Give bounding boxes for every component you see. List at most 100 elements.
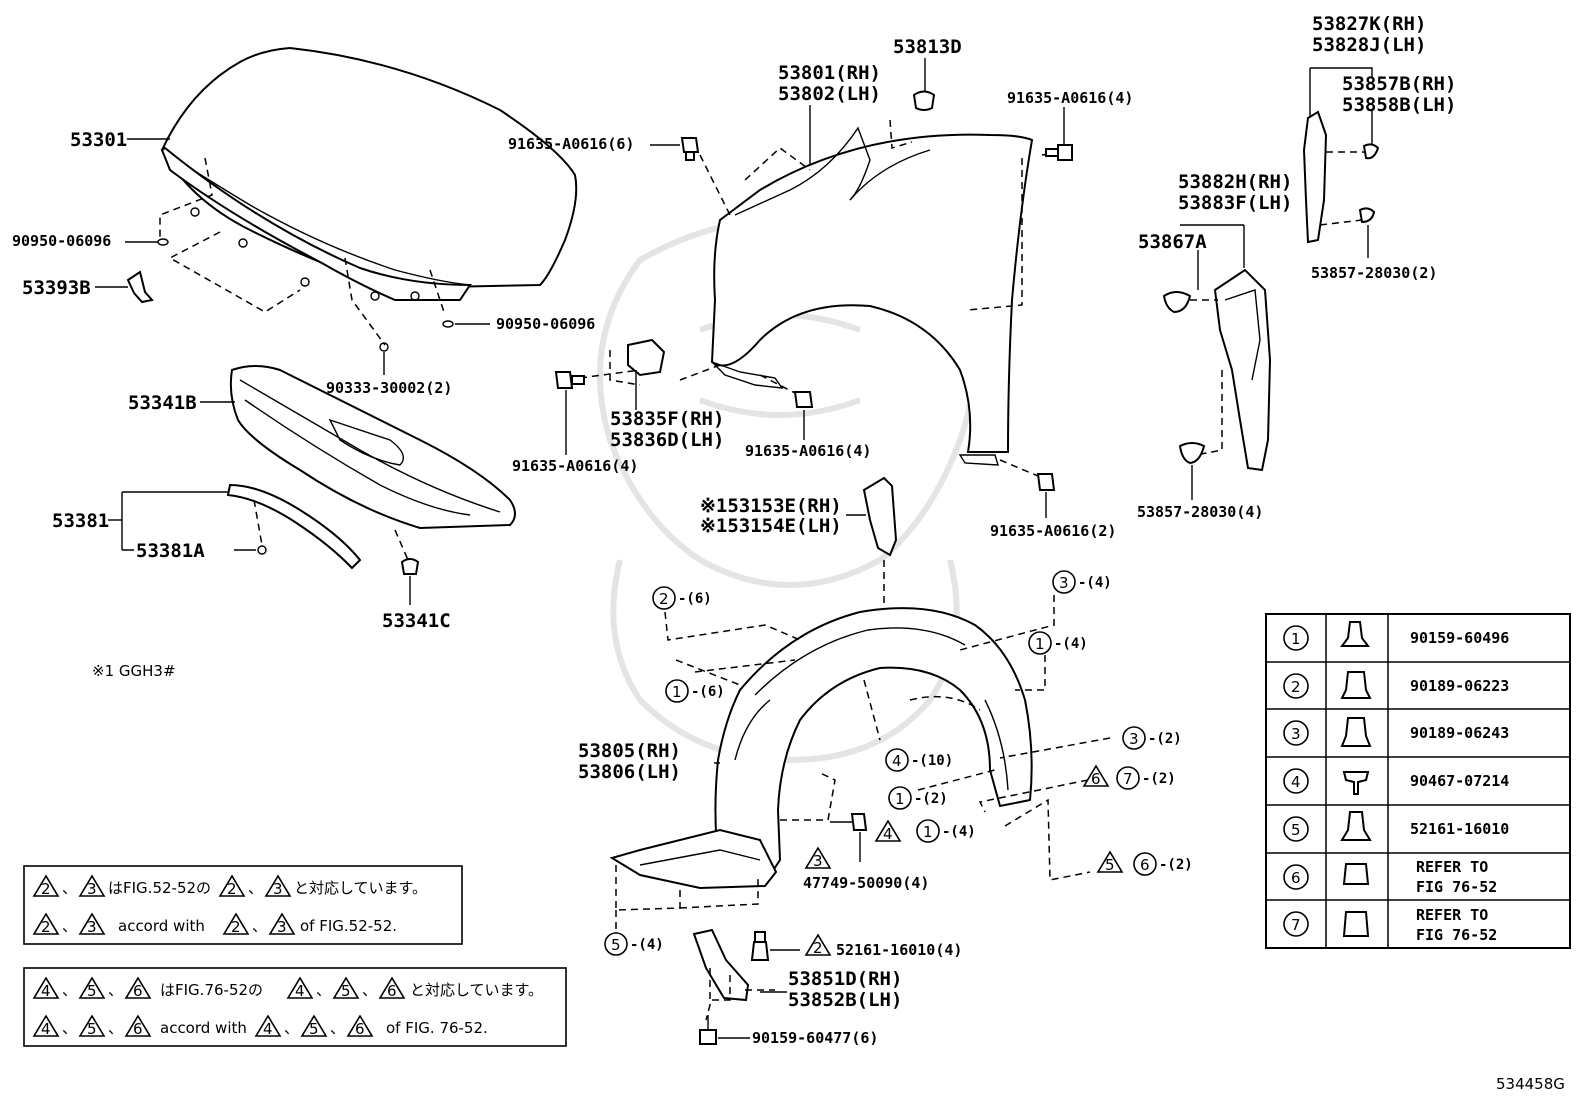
- label-clip-52161: 52161-16010(4): [836, 941, 962, 959]
- svg-text:3: 3: [87, 918, 97, 936]
- label-insulator-retainer: 53341C: [382, 610, 451, 632]
- svg-text:、: 、: [248, 879, 263, 897]
- note-ggh3: ※1 GGH3#: [92, 662, 176, 680]
- label-bolt-fender-6: 91635-A0616(6): [508, 135, 634, 153]
- svg-text:-(2): -(2): [914, 791, 948, 807]
- label-clip-4: 53857-28030(4): [1137, 503, 1263, 521]
- svg-text:、: 、: [62, 879, 77, 897]
- svg-text:-(2): -(2): [1142, 771, 1176, 787]
- svg-text:、: 、: [362, 981, 377, 999]
- svg-text:7: 7: [1291, 916, 1301, 934]
- svg-text:REFER TO: REFER TO: [1416, 858, 1488, 876]
- svg-text:4: 4: [41, 982, 51, 1000]
- svg-text:7: 7: [1123, 770, 1133, 788]
- note-box-fig76: 4 、 5 、 6 はFIG.76-52の 4 、 5 、 6 と対応しています…: [23, 967, 567, 1047]
- label-hood: 53301: [70, 129, 127, 151]
- svg-text:-(2): -(2): [1148, 731, 1182, 747]
- callout-6-7-2: 6 7 -(2): [1082, 764, 1176, 790]
- label-hood-bumper: 90333-30002(2): [326, 379, 452, 397]
- svg-text:、: 、: [108, 981, 123, 999]
- svg-text:1: 1: [672, 683, 682, 701]
- svg-text:-(2): -(2): [1159, 857, 1193, 873]
- hood-leaders: [95, 138, 490, 375]
- label-protector-rh: 53882H(RH): [1178, 171, 1292, 193]
- callout-3-4: 3 -(4): [1052, 570, 1112, 594]
- legend-row: 4 90467-07214: [1283, 768, 1509, 795]
- svg-text:5: 5: [309, 1020, 319, 1038]
- fender-liner-part: [609, 607, 1033, 890]
- svg-text:90159-60496: 90159-60496: [1410, 629, 1509, 647]
- legend-row: 5 52161-16010: [1283, 811, 1509, 842]
- callout-4-1-4: 4 1 -(4): [874, 819, 976, 843]
- hood-seal-part: [108, 483, 362, 570]
- svg-text:FIG 76-52: FIG 76-52: [1416, 878, 1497, 896]
- label-clip-rh: 53857B(RH): [1342, 73, 1456, 95]
- svg-text:6: 6: [133, 982, 143, 1000]
- svg-text:of FIG. 76-52.: of FIG. 76-52.: [386, 1019, 488, 1037]
- svg-text:2: 2: [41, 918, 51, 936]
- label-bracket-rh: 53835F(RH): [610, 408, 724, 430]
- liner-bracket-part: [846, 476, 898, 628]
- svg-text:、: 、: [284, 1019, 299, 1037]
- svg-text:3: 3: [1291, 725, 1301, 743]
- svg-text:4: 4: [263, 1020, 273, 1038]
- svg-text:3: 3: [813, 852, 823, 870]
- note-box-fig52: 2 、 3 はFIG.52-52の 2 、 3 と対応しています。 2 、 3 …: [23, 865, 463, 945]
- hood-part: [160, 46, 578, 301]
- label-shield-rh: 53851D(RH): [788, 968, 902, 990]
- svg-text:accord with: accord with: [118, 917, 205, 935]
- svg-text:-(10): -(10): [911, 753, 953, 769]
- label-bracket2-rh: ※153153E(RH): [700, 495, 842, 517]
- label-hood-insulator: 53341B: [128, 392, 197, 414]
- svg-text:5: 5: [1291, 821, 1301, 839]
- svg-text:52161-16010: 52161-16010: [1410, 820, 1509, 838]
- label-protector-clip: 53867A: [1138, 231, 1207, 253]
- figure-id: 534458G: [1496, 1075, 1565, 1093]
- svg-text:6: 6: [1091, 770, 1101, 788]
- callout-5-4: 5 -(4): [604, 932, 664, 956]
- fastener-7-icon: [1342, 911, 1370, 937]
- svg-text:6: 6: [1140, 856, 1150, 874]
- svg-text:90189-06223: 90189-06223: [1410, 677, 1509, 695]
- callout-1-6: 1 -(6): [665, 679, 725, 703]
- label-bolt-fender-4-top: 91635-A0616(4): [1007, 89, 1133, 107]
- label-hood-stay-bracket: 53393B: [22, 277, 91, 299]
- label-screw-47749: 47749-50090(4): [803, 874, 929, 892]
- svg-text:3: 3: [87, 880, 97, 898]
- svg-text:5: 5: [87, 982, 97, 1000]
- svg-text:1: 1: [1035, 635, 1045, 653]
- callout-3-2: 3 -(2): [1122, 726, 1182, 750]
- svg-text:-(4): -(4): [942, 824, 976, 840]
- svg-text:of FIG.52-52.: of FIG.52-52.: [300, 917, 397, 935]
- svg-text:90189-06243: 90189-06243: [1410, 724, 1509, 742]
- svg-text:-(6): -(6): [678, 591, 712, 607]
- label-liner-rh: 53805(RH): [578, 740, 681, 762]
- svg-text:はFIG.76-52の: はFIG.76-52の: [160, 981, 263, 999]
- svg-text:2: 2: [41, 880, 51, 898]
- label-clip-2: 53857-28030(2): [1311, 264, 1437, 282]
- svg-text:6: 6: [1291, 869, 1301, 887]
- svg-text:1: 1: [895, 790, 905, 808]
- triangle-2-marker: 2: [804, 933, 832, 957]
- svg-text:、: 、: [330, 1019, 345, 1037]
- svg-text:3: 3: [273, 880, 283, 898]
- svg-text:1: 1: [1291, 630, 1301, 648]
- hood-insulator-part: [200, 365, 516, 530]
- svg-text:4: 4: [1291, 773, 1301, 791]
- label-screw-90159: 90159-60477(6): [752, 1029, 878, 1047]
- svg-text:、: 、: [108, 1019, 123, 1037]
- label-protector-lh: 53883F(LH): [1178, 192, 1292, 214]
- svg-text:5: 5: [611, 936, 621, 954]
- bolt-fender-4-mid-icon: [793, 391, 814, 440]
- bolt-fender-2-icon: [1036, 473, 1056, 518]
- svg-text:2: 2: [813, 939, 823, 957]
- svg-text:4: 4: [883, 825, 893, 843]
- svg-text:、: 、: [62, 981, 77, 999]
- svg-text:5: 5: [87, 1020, 97, 1038]
- label-bracket2-lh: ※153154E(LH): [700, 515, 842, 537]
- screw-47749-icon: [830, 813, 868, 862]
- svg-text:6: 6: [387, 982, 397, 1000]
- shield-part: [692, 928, 787, 1021]
- svg-text:、: 、: [62, 917, 77, 935]
- fastener-5-icon: [1340, 811, 1372, 841]
